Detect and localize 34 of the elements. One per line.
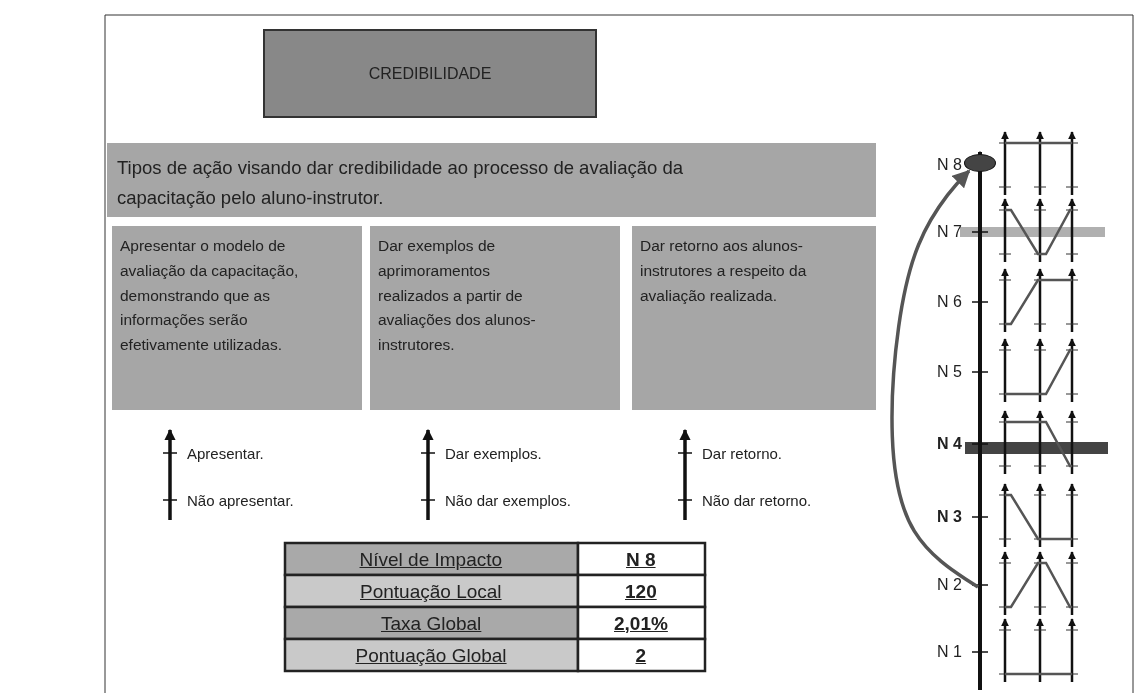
node-text: CREDIBILIDADE (368, 63, 492, 84)
scale-end-label: Não apresentar. (187, 492, 294, 508)
curved-arrow (890, 169, 979, 589)
action-box (112, 226, 362, 410)
scale-end-label: Dar exemplos. (445, 445, 542, 461)
scale-end-label: Não dar exemplos. (445, 492, 571, 508)
scale-end-label: Dar retorno. (702, 445, 783, 461)
table-value: 2 (635, 645, 647, 665)
level-label: N 1 (937, 644, 962, 660)
scale-end-label: Apresentar. (187, 445, 264, 461)
level-label: N 2 (937, 577, 962, 593)
level-label: N 6 (937, 294, 962, 310)
node-text: Dar exemplos de aprimoramentos realizados a partir de avaliações dos alunos-instrutores. (378, 236, 537, 356)
title-box (263, 29, 597, 118)
level-label: N 5 (937, 364, 962, 380)
action-box (632, 226, 876, 410)
table-text: Nível de Impacto (359, 549, 503, 569)
table-value: 2,01% (614, 613, 668, 633)
node-text: Apresentar o modelo de avaliação da capacitação, demonstrando que as informações serão efetivamente utilizadas. (120, 236, 300, 356)
table-value: 120 (625, 581, 657, 601)
scale-end-label: Não dar retorno. (702, 492, 812, 508)
level-label: N 8 (937, 157, 962, 173)
table-text: Pontuação Global (355, 645, 507, 665)
node-text: Tipos de ação visando dar credibilidade ao processo de avaliação da capacitação pelo aluno-instrutor. (117, 156, 684, 210)
level-label: N 3 (937, 509, 962, 525)
table-value: N 8 (626, 549, 656, 569)
action-box (370, 226, 620, 410)
table-text: Taxa Global (381, 613, 482, 633)
level-marker-ellipse (964, 154, 996, 172)
heading-band (107, 143, 876, 217)
node-text: Dar retorno aos alunos-instrutores a respeito da avaliação realizada. (640, 236, 808, 306)
level-label: N 4 (937, 436, 962, 452)
level-label: N 7 (937, 224, 962, 240)
table-text: Pontuação Local (360, 581, 502, 601)
